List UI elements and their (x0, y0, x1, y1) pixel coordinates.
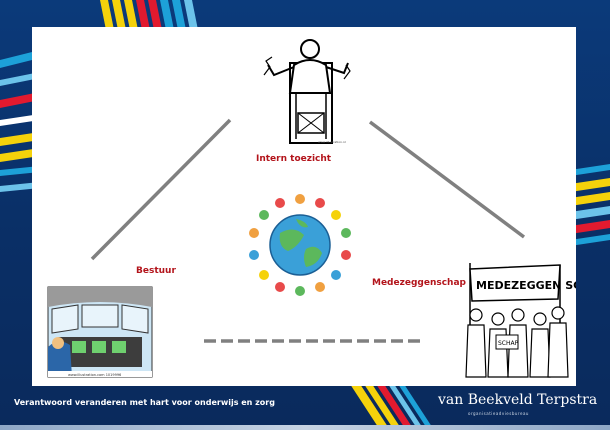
svg-text:www.illustration.nl: www.illustration.nl (318, 140, 346, 144)
connector-top-right (368, 120, 526, 239)
intern-toezicht-illustration: www.illustration.nl (260, 35, 351, 145)
decorative-stripes-right (570, 164, 610, 246)
slide-canvas: www.illustration.nl (32, 27, 607, 386)
decorative-stripes-left (0, 50, 40, 192)
globe-children-illustration (249, 194, 351, 296)
footer-tagline: Verantwoord veranderen met hart voor ond… (14, 398, 275, 407)
decorative-stripes-top (100, 0, 198, 30)
label-intern-toezicht: Intern toezicht (256, 154, 332, 164)
label-bestuur: Bestuur (136, 266, 176, 276)
label-medezeggenschap: Medezeggenschap (372, 278, 466, 288)
bestuur-cockpit-illustration: www.illustration.com 1019996 (47, 286, 153, 378)
svg-text:SCHAP: SCHAP (498, 340, 519, 347)
children-ring (249, 194, 351, 296)
decorative-stripes-bottom (350, 384, 434, 430)
footer-logo: van Beekveld Terpstra (438, 392, 598, 408)
bottom-bar (0, 425, 610, 430)
medezeggenschap-protest-illustration: MEDEZEGGEN SCHAP SCHAP (452, 259, 607, 383)
triangle-diagram: www.illustration.nl (47, 35, 607, 383)
footer-logo-subtitle: organisatieadviesbureau (468, 411, 529, 416)
banner-text: MEDEZEGGEN SCHAP (476, 279, 576, 292)
connector-top-left (90, 118, 232, 261)
svg-text:www.illustration.com 1019996: www.illustration.com 1019996 (68, 373, 121, 377)
